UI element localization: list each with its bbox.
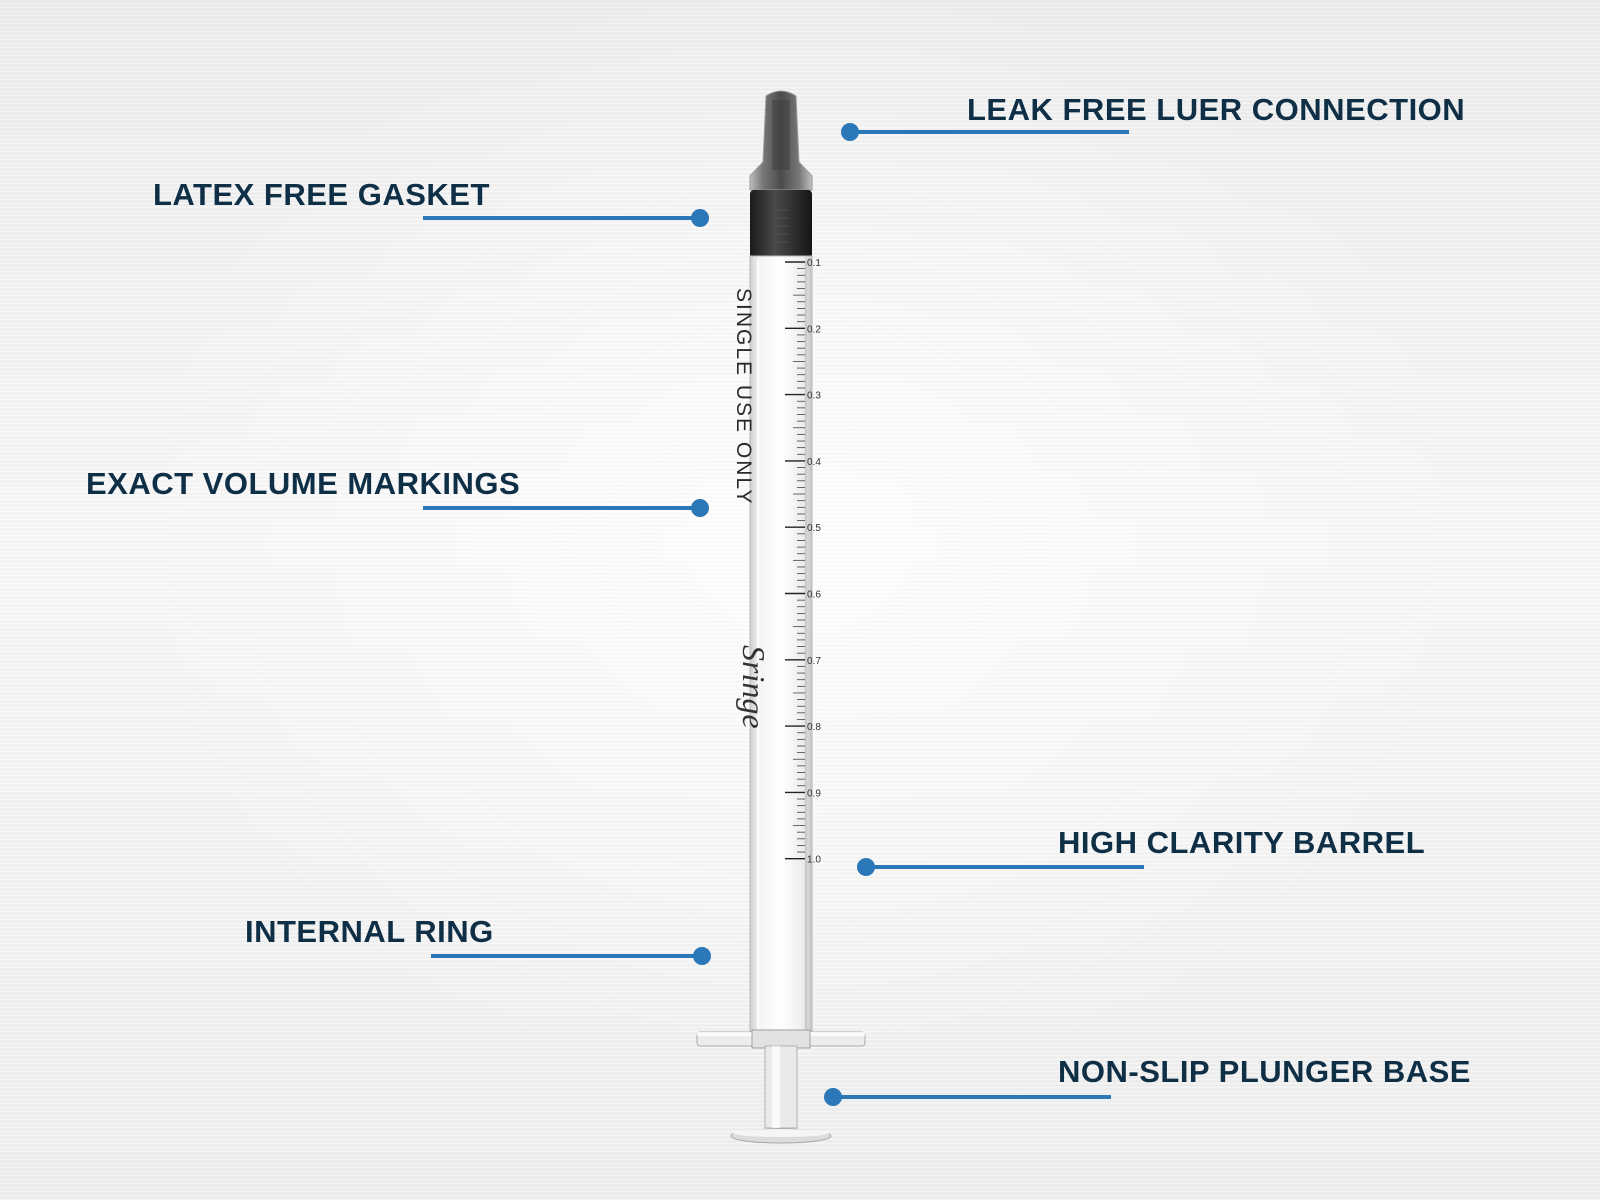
scale-label: 0.6 (807, 590, 821, 601)
scale-label: 0.1 (807, 258, 821, 269)
callout-label-markings: EXACT VOLUME MARKINGS (86, 466, 521, 501)
callout-label-luer: LEAK FREE LUER CONNECTION (967, 92, 1466, 127)
scale-label: 0.3 (807, 391, 821, 402)
plunger-base (730, 1128, 832, 1144)
scale-label: 0.8 (807, 722, 821, 733)
scale-label: 0.5 (807, 523, 821, 534)
callout-dot-ring (693, 947, 711, 965)
callout-dot-gasket (691, 209, 709, 227)
callout-line-ring (431, 954, 702, 958)
callout-label-barrel: HIGH CLARITY BARREL (1058, 825, 1426, 860)
barrel (749, 255, 813, 1037)
luer-tip (749, 90, 813, 191)
callout-line-markings (423, 506, 700, 510)
scale-label: 1.0 (807, 855, 821, 866)
volume-scale: 0.1 0.2 0.3 0.4 0.5 0.6 0.7 0.8 0.9 1.0 (785, 258, 821, 866)
barrel-print-single-use: SINGLE USE ONLY (732, 288, 755, 506)
flange (696, 1029, 866, 1049)
callout-line-gasket (423, 216, 700, 220)
callout-line-luer (850, 130, 1129, 134)
scale-label: 0.4 (807, 457, 821, 468)
callout-label-gasket: LATEX FREE GASKET (153, 177, 490, 212)
callout-label-plunger: NON-SLIP PLUNGER BASE (1058, 1054, 1471, 1089)
barrel-print-brand: Sringe (736, 645, 772, 729)
callout-dot-markings (691, 499, 709, 517)
scale-label: 0.7 (807, 656, 821, 667)
callout-line-barrel (866, 865, 1144, 869)
callout-line-plunger (833, 1095, 1111, 1099)
scale-label: 0.2 (807, 324, 821, 335)
plunger-rod (764, 1045, 798, 1129)
callout-label-ring: INTERNAL RING (245, 914, 494, 949)
gasket (750, 190, 812, 258)
scale-label: 0.9 (807, 788, 821, 799)
